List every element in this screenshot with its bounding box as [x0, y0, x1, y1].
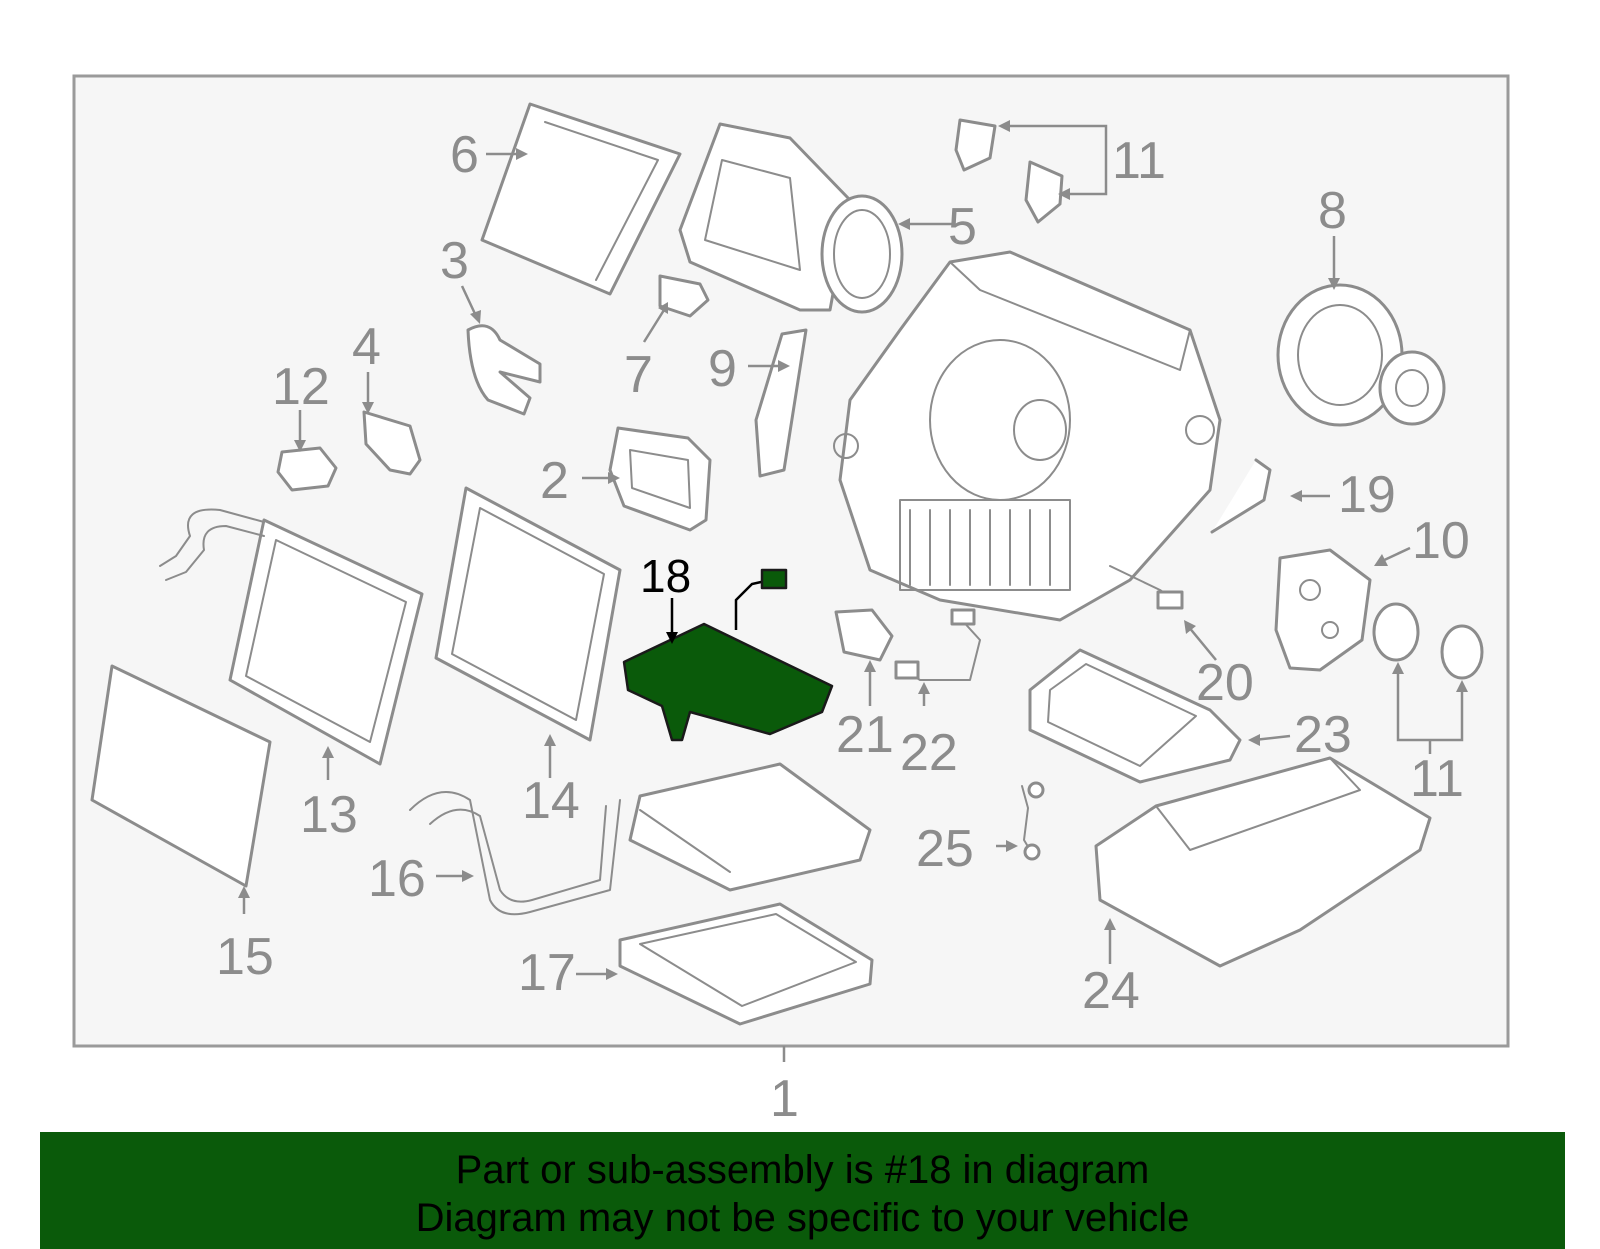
- callout-11-right: 11: [1410, 750, 1464, 808]
- part-16-pipes[interactable]: [409, 791, 621, 916]
- part-18-highlighted[interactable]: [622, 568, 834, 742]
- callout-13: 13: [300, 786, 358, 844]
- callout-24: 24: [1082, 962, 1140, 1020]
- part-5-blower-housing[interactable]: [678, 122, 904, 314]
- part-21-switch[interactable]: [834, 608, 894, 662]
- callout-6: 6: [450, 126, 479, 184]
- callout-21: 21: [836, 706, 894, 764]
- part-11-actuator-top-b[interactable]: [1024, 160, 1064, 224]
- part-23-housing[interactable]: [1028, 648, 1242, 784]
- banner-line-2: Diagram may not be specific to your vehi…: [415, 1196, 1190, 1240]
- part-15-filter[interactable]: [90, 664, 272, 888]
- part-14-evaporator[interactable]: [434, 486, 622, 742]
- part-24-lower-case[interactable]: [1094, 756, 1432, 968]
- callout-22: 22: [900, 724, 958, 782]
- part-8-blower-motor[interactable]: [1276, 283, 1446, 427]
- part-20-sensor[interactable]: [1109, 565, 1184, 610]
- callout-18: 18: [640, 550, 691, 602]
- part-25-fitting[interactable]: [1021, 781, 1045, 861]
- callout-19: 19: [1338, 466, 1396, 524]
- callout-7: 7: [624, 346, 653, 404]
- callout-2: 2: [540, 452, 569, 510]
- leader-lines: [238, 120, 1468, 1062]
- part-11-actuator-right-a[interactable]: [1372, 602, 1420, 662]
- part-4-bracket[interactable]: [362, 410, 422, 476]
- part-10-actuator[interactable]: [1274, 548, 1372, 672]
- leader-18: [666, 598, 678, 644]
- callout-15: 15: [216, 928, 274, 986]
- callout-20: 20: [1196, 654, 1254, 712]
- info-banner: Part or sub-assembly is #18 in diagram D…: [40, 1132, 1565, 1249]
- callout-14: 14: [522, 772, 580, 830]
- callout-labels: 6 5 11 8 3 7 9 4 12 2 19 10 20 21 22 23 …: [216, 126, 1470, 1128]
- callout-3: 3: [440, 232, 469, 290]
- callout-11-top: 11: [1112, 132, 1166, 190]
- callout-17: 17: [518, 944, 576, 1002]
- part-12-sensor[interactable]: [276, 446, 338, 492]
- callout-4: 4: [352, 318, 381, 376]
- callout-1: 1: [770, 1070, 799, 1128]
- part-7-connector[interactable]: [658, 274, 710, 318]
- part-11-actuator-top-a[interactable]: [954, 118, 997, 172]
- part-3-duct[interactable]: [466, 324, 542, 416]
- callout-16: 16: [368, 850, 426, 908]
- part-9-bracket[interactable]: [754, 328, 808, 478]
- part-22-harness[interactable]: [894, 608, 981, 681]
- callout-5: 5: [948, 198, 977, 256]
- callout-9: 9: [708, 340, 737, 398]
- part-19-sensor-probe[interactable]: [1210, 458, 1272, 534]
- part-16-heater-core-box[interactable]: [628, 762, 872, 892]
- part-13-heater-core[interactable]: [159, 508, 424, 766]
- callout-25: 25: [916, 820, 974, 878]
- part-17-tray[interactable]: [618, 902, 874, 1026]
- banner-line-1: Part or sub-assembly is #18 in diagram: [455, 1148, 1150, 1192]
- part-6-filter[interactable]: [480, 102, 682, 296]
- hvac-case-assembly[interactable]: [833, 250, 1222, 622]
- callout-23: 23: [1294, 706, 1352, 764]
- callout-12: 12: [272, 358, 330, 416]
- callout-8: 8: [1318, 182, 1347, 240]
- callout-10: 10: [1412, 512, 1470, 570]
- part-11-actuator-right-b[interactable]: [1440, 624, 1484, 680]
